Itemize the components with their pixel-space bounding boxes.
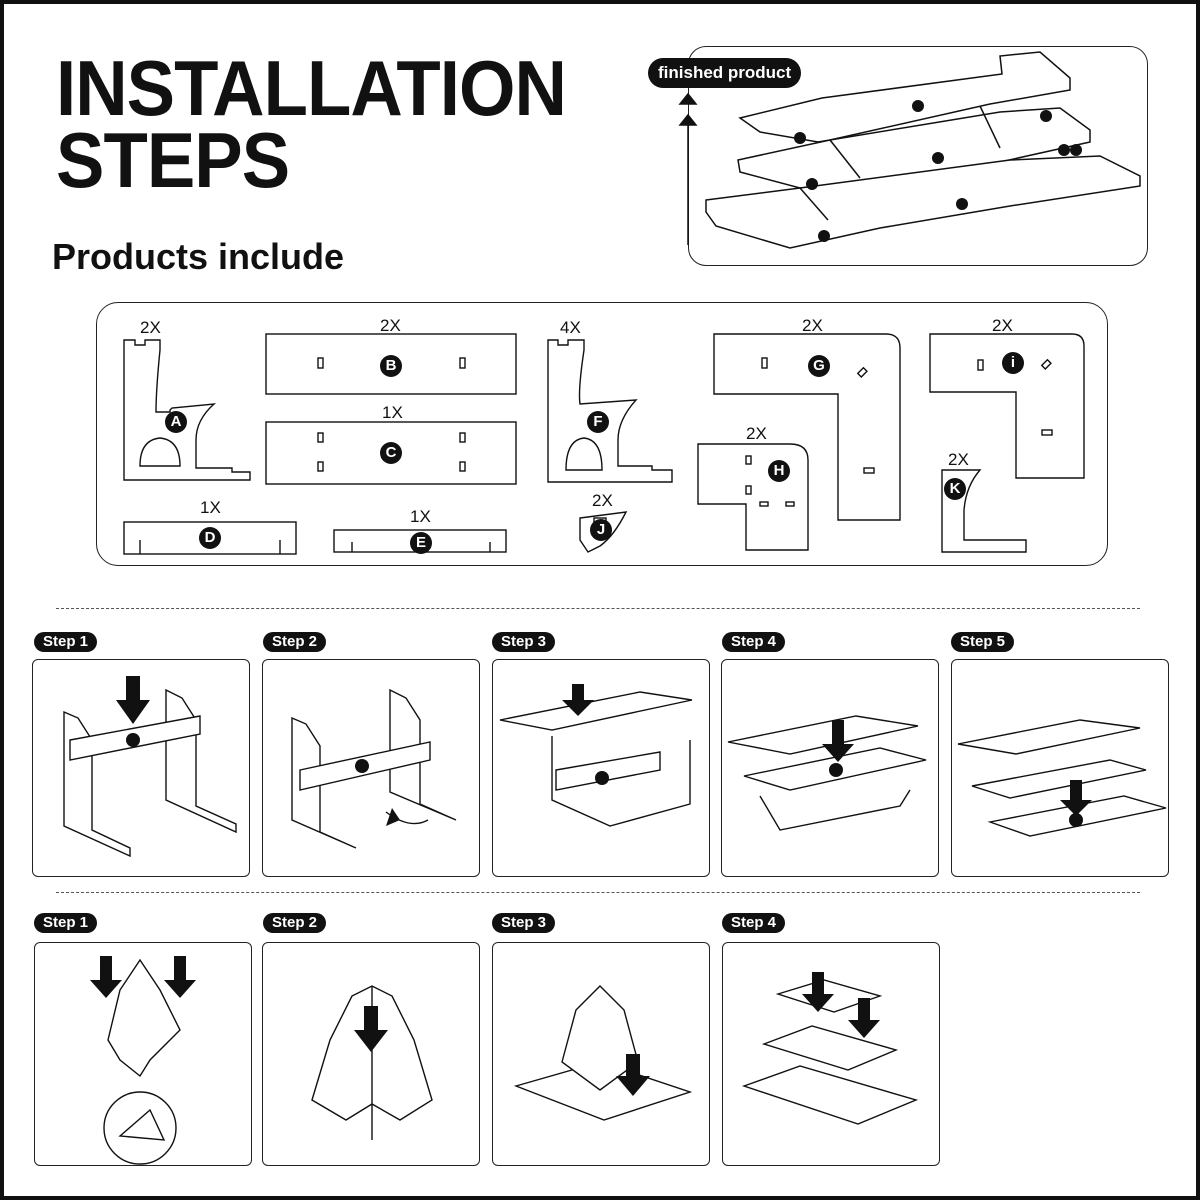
- section2-step3-label: Step 3: [492, 913, 556, 933]
- section1-step5-panel: [951, 659, 1169, 877]
- section1-step2-panel: [262, 659, 480, 877]
- title-line-2: STEPS: [56, 116, 290, 204]
- part-d-quantity: 1X: [200, 498, 221, 517]
- section1-step4-panel: [721, 659, 939, 877]
- part-b-letter: B: [380, 355, 402, 377]
- part-i-quantity: 2X: [992, 316, 1013, 335]
- part-f-letter: F: [587, 411, 609, 433]
- products-include-heading: Products include: [52, 236, 345, 277]
- section-divider-2: [56, 892, 1140, 893]
- section1-step2-label: Step 2: [263, 632, 327, 652]
- section2-step1-panel: [34, 942, 252, 1166]
- page-title: INSTALLATION STEPS: [56, 44, 567, 204]
- part-b-quantity: 2X: [380, 316, 401, 335]
- section2-step1-label: Step 1: [34, 913, 98, 933]
- section2-step4-panel: [722, 942, 940, 1166]
- part-k-letter: K: [944, 478, 966, 500]
- section1-step5-label: Step 5: [951, 632, 1015, 652]
- section1-step1-panel: [32, 659, 250, 877]
- part-k-quantity: 2X: [948, 450, 969, 469]
- section1-step3-panel: [492, 659, 710, 877]
- finished-product-label: finished product: [648, 58, 802, 88]
- part-e-quantity: 1X: [410, 507, 431, 526]
- part-c-quantity: 1X: [382, 403, 403, 422]
- part-h-letter: H: [768, 460, 790, 482]
- section-divider-1: [56, 608, 1140, 609]
- part-f-quantity: 4X: [560, 318, 581, 337]
- part-g-quantity: 2X: [802, 316, 823, 335]
- section1-step3-label: Step 3: [492, 632, 556, 652]
- section1-step4-label: Step 4: [722, 632, 786, 652]
- part-d-letter: D: [199, 527, 221, 549]
- title-line-1: INSTALLATION: [56, 44, 567, 132]
- part-e-letter: E: [410, 532, 432, 554]
- part-c-letter: C: [380, 442, 402, 464]
- parts-panel: [96, 302, 1108, 566]
- section2-step2-label: Step 2: [263, 913, 327, 933]
- part-g-letter: G: [808, 355, 830, 377]
- section2-step3-panel: [492, 942, 710, 1166]
- part-a-quantity: 2X: [140, 318, 161, 337]
- part-i-letter: i: [1002, 352, 1024, 374]
- part-h-quantity: 2X: [746, 424, 767, 443]
- section1-step1-label: Step 1: [34, 632, 98, 652]
- part-j-quantity: 2X: [592, 491, 613, 510]
- section2-step4-label: Step 4: [722, 913, 786, 933]
- part-a-letter: A: [165, 411, 187, 433]
- section2-step2-panel: [262, 942, 480, 1166]
- part-j-letter: J: [590, 519, 612, 541]
